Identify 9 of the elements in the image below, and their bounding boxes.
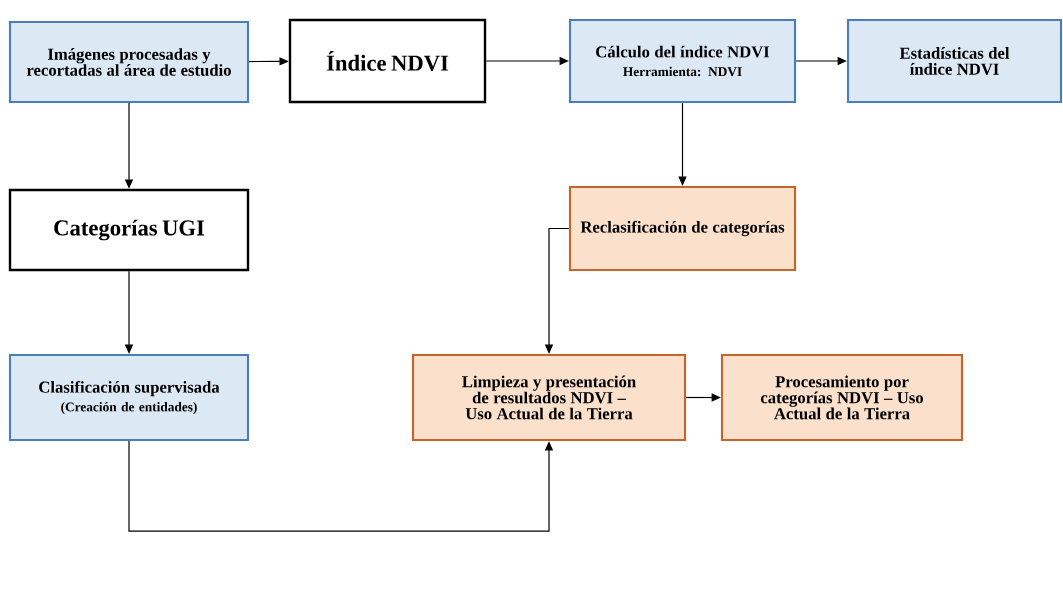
data-box: Índice NDVI: [288, 18, 487, 104]
data-box: Categorías UGI: [8, 188, 250, 272]
process-box: Imágenes procesadas y recortadas al área de estudio: [8, 20, 250, 104]
process-box: Limpieza y presentación de resultados NDVI – Uso Actual de la Tierra: [411, 353, 687, 442]
process-box: Reclasificación de categorías: [568, 185, 797, 272]
process-box: Estadísticas del índice NDVI: [846, 18, 1063, 104]
process-box: Procesamiento por categorías NDVI – Uso Actual de la Tierra: [720, 353, 964, 442]
process-box: Cálculo del índice NDVI Herramienta: NDVI: [568, 18, 797, 104]
process-box: Clasificación supervisada (Creación de entidades): [8, 353, 250, 442]
